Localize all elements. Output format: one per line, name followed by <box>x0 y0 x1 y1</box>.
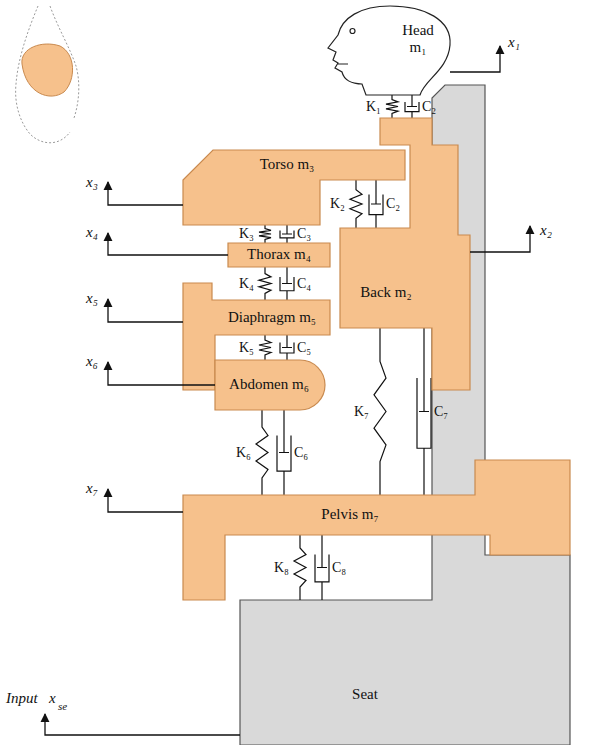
damper <box>315 535 329 600</box>
damper <box>417 328 431 495</box>
coordinate-label: x <box>49 690 56 707</box>
hand-blob <box>22 44 73 96</box>
coordinate-label: Input <box>6 690 38 707</box>
damper <box>280 335 294 360</box>
x-arrow <box>108 299 183 322</box>
pelvis-block: Pelvis m₇ <box>183 460 570 600</box>
coordinate-label: x₇ <box>86 480 98 497</box>
stiffness-label: K₆ <box>236 445 251 461</box>
spring <box>374 328 386 495</box>
damper <box>369 180 383 228</box>
node-label: Back m₂ <box>344 284 428 301</box>
coordinate-label: x₆ <box>86 353 98 370</box>
abdomen-block: Abdomen m₆ <box>215 360 330 410</box>
coordinate-label: x₂ <box>540 222 552 239</box>
damper <box>280 225 294 243</box>
x-arrow <box>108 182 183 205</box>
node-label: Diaphragm m₅ <box>214 309 330 326</box>
stiffness-label: K₃ <box>239 226 254 242</box>
spring <box>259 267 271 300</box>
x-arrow <box>108 489 183 512</box>
back-block: Back m₂ <box>340 118 470 390</box>
coordinate-label: x₄ <box>86 224 98 241</box>
damping-label: C₅ <box>297 340 311 356</box>
thorax-block: Thorax m₄ <box>228 243 330 267</box>
damper <box>280 267 294 300</box>
torso-block <box>183 150 405 225</box>
torso-block: Torso m₃ <box>183 150 405 225</box>
coordinate-label: se <box>58 698 67 715</box>
node-label: Seat <box>325 686 405 703</box>
damping-label: C₃ <box>297 226 311 242</box>
coordinate-label: x₅ <box>86 290 98 307</box>
node-label: Head m₁ <box>396 22 440 56</box>
stiffness-label: K₂ <box>330 196 345 212</box>
spring <box>386 95 398 118</box>
coordinate-label: x₃ <box>86 174 98 191</box>
spring <box>256 410 268 495</box>
damping-label: C₈ <box>332 560 346 576</box>
stiffness-label: K₄ <box>239 276 254 292</box>
stiffness-label: K₈ <box>274 560 289 576</box>
damper <box>405 95 419 118</box>
node-label: Thorax m₄ <box>228 246 330 263</box>
coordinate-label: x₁ <box>508 34 520 51</box>
damping-label: C₄ <box>297 276 311 292</box>
node-label: Torso m₃ <box>222 156 352 173</box>
damping-label: C₆ <box>294 445 308 461</box>
head-outline: Head m₁ <box>322 3 454 97</box>
node-label: Abdomen m₆ <box>215 376 323 393</box>
stiffness-label: K₇ <box>354 404 369 420</box>
shape-outline <box>183 460 570 600</box>
spring <box>294 535 306 600</box>
thorax-block <box>228 243 330 267</box>
spring <box>259 335 271 360</box>
damping-label: C₇ <box>434 404 448 420</box>
damping-label: C₂ <box>422 99 436 115</box>
x-arrow <box>108 233 228 255</box>
x-arrow <box>450 46 500 72</box>
back-block <box>340 118 470 390</box>
abdomen-block <box>215 360 325 410</box>
shape-outline <box>322 3 454 97</box>
node-label: Pelvis m₇ <box>280 506 420 523</box>
seat-block <box>240 85 570 745</box>
stiffness-label: K₁ <box>366 99 381 115</box>
spring <box>259 225 271 243</box>
head-outline <box>328 6 450 95</box>
spring <box>350 180 362 228</box>
damping-label: C₂ <box>386 196 400 212</box>
stiffness-label: K₅ <box>239 340 254 356</box>
input-arrow <box>45 714 240 735</box>
damper <box>277 410 291 495</box>
shape-outline <box>340 118 470 390</box>
